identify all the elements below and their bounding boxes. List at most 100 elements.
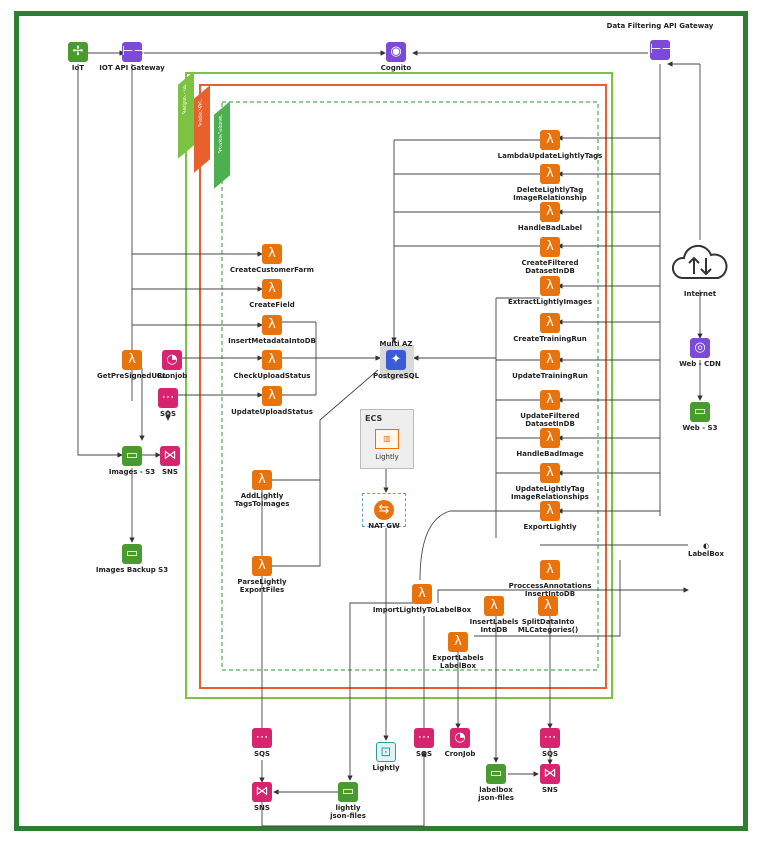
sns-icon: ⋈ bbox=[160, 446, 180, 466]
nat-gateway-box bbox=[362, 493, 406, 527]
labelbox-icon: ◐ bbox=[702, 542, 710, 550]
ecs-cluster: ECS ▥ Lightly bbox=[360, 409, 414, 469]
postgresql-node: Multi AZ ✦ PostgreSQL bbox=[372, 340, 420, 380]
iot-node: ✢ IoT bbox=[18, 42, 138, 72]
lambda-update-lightly-tags: λ LambdaUpdateLightlyTags bbox=[497, 130, 603, 160]
lambda-icon: λ bbox=[540, 501, 560, 521]
s3-bucket-icon: ▭ bbox=[338, 782, 358, 802]
cloud-icon bbox=[672, 244, 728, 279]
eventbridge-icon: ◔ bbox=[450, 728, 470, 748]
lambda-get-presigned-url: λ GetPreSignedURL bbox=[97, 350, 167, 380]
web-s3: ▭ Web - S3 bbox=[682, 402, 718, 432]
ecs-title: ECS bbox=[365, 414, 383, 423]
cronjob-top: ◔ Cronjob bbox=[156, 350, 188, 380]
lambda-insert-labels: λ InsertLabels IntoDB bbox=[469, 596, 519, 634]
cloudfront-icon: ◎ bbox=[690, 338, 710, 358]
subnet-boundary bbox=[221, 101, 599, 671]
lambda-process-annotations: λ ProccessAnnotations InsertIntoDB bbox=[508, 560, 592, 598]
lambda-create-field: λ CreateField bbox=[249, 279, 295, 309]
lambda-parse-lightly: λ ParseLightly ExportFiles bbox=[237, 556, 287, 594]
labelbox-node: ◐ LabelBox bbox=[687, 542, 724, 558]
sqs-icon: ⋯ bbox=[540, 728, 560, 748]
region-boundary bbox=[185, 72, 613, 699]
lambda-check-upload-status: λ CheckUploadStatus bbox=[233, 350, 311, 380]
iot-icon: ✢ bbox=[68, 42, 88, 62]
lightly-bottom: ⊡ Lightly bbox=[326, 742, 446, 772]
sqs-icon: ⋯ bbox=[158, 388, 178, 408]
data-filtering-gateway-node: Data Filtering API Gateway ⊢⊣ bbox=[590, 22, 730, 60]
sqs-bottom-2: ⋯ SQS bbox=[414, 728, 434, 758]
lambda-delete-lightly-tag: λ DeleteLightlyTag ImageRelationship bbox=[513, 164, 587, 202]
lambda-icon: λ bbox=[252, 470, 272, 490]
lambda-icon: λ bbox=[484, 596, 504, 616]
sns-bottom-3: ⋈ SNS bbox=[490, 764, 610, 794]
labelbox-json-files: ▭ labelbox json-files bbox=[478, 764, 514, 802]
eventbridge-icon: ◔ bbox=[162, 350, 182, 370]
lambda-icon: λ bbox=[122, 350, 142, 370]
sns-icon: ⋈ bbox=[252, 782, 272, 802]
lambda-update-filtered-dataset: λ UpdateFiltered DatasetInDB bbox=[520, 390, 580, 428]
sns-top: ⋈ SNS bbox=[110, 446, 230, 476]
lightly-json-files: ▭ lightly json-files bbox=[330, 782, 366, 820]
lambda-update-lightly-tag: λ UpdateLightlyTag ImageRelationships bbox=[511, 463, 589, 501]
lambda-icon: λ bbox=[540, 428, 560, 448]
lambda-handle-bad-label: λ HandleBadLabel bbox=[517, 202, 583, 232]
nat-gateway: ⇆ NAT GW bbox=[368, 500, 400, 530]
vpc-tag: Public VPC bbox=[194, 85, 210, 173]
lambda-update-upload-status: λ UpdateUploadStatus bbox=[231, 386, 313, 416]
s3-bucket-icon: ▭ bbox=[690, 402, 710, 422]
lambda-icon: λ bbox=[540, 202, 560, 222]
ecs-task-icon: ▥ bbox=[375, 429, 399, 449]
lambda-icon: λ bbox=[540, 130, 560, 150]
lambda-icon: λ bbox=[540, 560, 560, 580]
lambda-handle-bad-image: λ HandleBadImage bbox=[516, 428, 584, 458]
lambda-icon: λ bbox=[262, 279, 282, 299]
sns-bottom-1: ⋈ SNS bbox=[202, 782, 322, 812]
lambda-icon: λ bbox=[540, 350, 560, 370]
nat-gateway-icon: ⇆ bbox=[374, 500, 394, 520]
sqs-icon: ⋯ bbox=[252, 728, 272, 748]
sqs-top: ⋯ SQS bbox=[158, 388, 178, 418]
lambda-icon: λ bbox=[540, 276, 560, 296]
lambda-icon: λ bbox=[262, 386, 282, 406]
subnet-tag: Private Subnet bbox=[214, 101, 230, 189]
lambda-extract-lightly-images: λ ExtractLightlyImages bbox=[507, 276, 593, 306]
lambda-icon: λ bbox=[538, 596, 558, 616]
lambda-icon: λ bbox=[262, 350, 282, 370]
vpc-boundary bbox=[199, 84, 607, 689]
lambda-icon: λ bbox=[262, 315, 282, 335]
lambda-icon: λ bbox=[540, 313, 560, 333]
lambda-export-labels: λ ExportLabels LabelBox bbox=[432, 632, 484, 670]
lambda-icon: λ bbox=[262, 244, 282, 264]
lambda-split-data: λ SplitDataInto MLCategories() bbox=[517, 596, 579, 634]
lambda-add-lightly-tags: λ AddLightly TagsToImages bbox=[234, 470, 290, 508]
cronjob-bottom: ◔ CronJob bbox=[444, 728, 476, 758]
lambda-icon: λ bbox=[540, 390, 560, 410]
lambda-import-lightly: λ ImportLightlyToLabelBox bbox=[372, 584, 472, 614]
lambda-create-filtered-dataset: λ CreateFiltered DatasetInDB bbox=[521, 237, 579, 275]
lambda-create-training-run: λ CreateTrainingRun bbox=[513, 313, 587, 343]
lambda-icon: λ bbox=[448, 632, 468, 652]
cognito-node: ◉ Cognito bbox=[380, 42, 412, 72]
images-backup-s3: ▭ Images Backup S3 bbox=[95, 544, 169, 574]
s3-bucket-icon: ▭ bbox=[486, 764, 506, 784]
lambda-icon: λ bbox=[540, 463, 560, 483]
sqs-icon: ⋯ bbox=[414, 728, 434, 748]
web-cdn: ◎ Web - CDN bbox=[679, 338, 721, 368]
lambda-icon: λ bbox=[252, 556, 272, 576]
iot-api-gateway-node: ⊢⊣ IOT API Gateway bbox=[99, 42, 165, 72]
sns-icon: ⋈ bbox=[540, 764, 560, 784]
sqs-bottom-3: ⋯ SQS bbox=[540, 728, 560, 758]
lightly-icon: ⊡ bbox=[376, 742, 396, 762]
s3-bucket-icon: ▭ bbox=[122, 544, 142, 564]
diagram-frame bbox=[14, 11, 748, 831]
api-gateway-icon: ⊢⊣ bbox=[122, 42, 145, 62]
internet-node: Internet bbox=[640, 240, 760, 298]
sqs-bottom-1: ⋯ SQS bbox=[252, 728, 272, 758]
lambda-icon: λ bbox=[540, 237, 560, 257]
api-gateway-icon: ⊢⊣ bbox=[650, 40, 673, 60]
lambda-create-customer-farm: λ CreateCustomerFarm bbox=[230, 244, 314, 274]
lambda-update-training-run: λ UpdateTrainingRun bbox=[512, 350, 588, 380]
rds-icon: ✦ bbox=[386, 350, 406, 370]
region-tag: Region - us bbox=[178, 71, 194, 159]
